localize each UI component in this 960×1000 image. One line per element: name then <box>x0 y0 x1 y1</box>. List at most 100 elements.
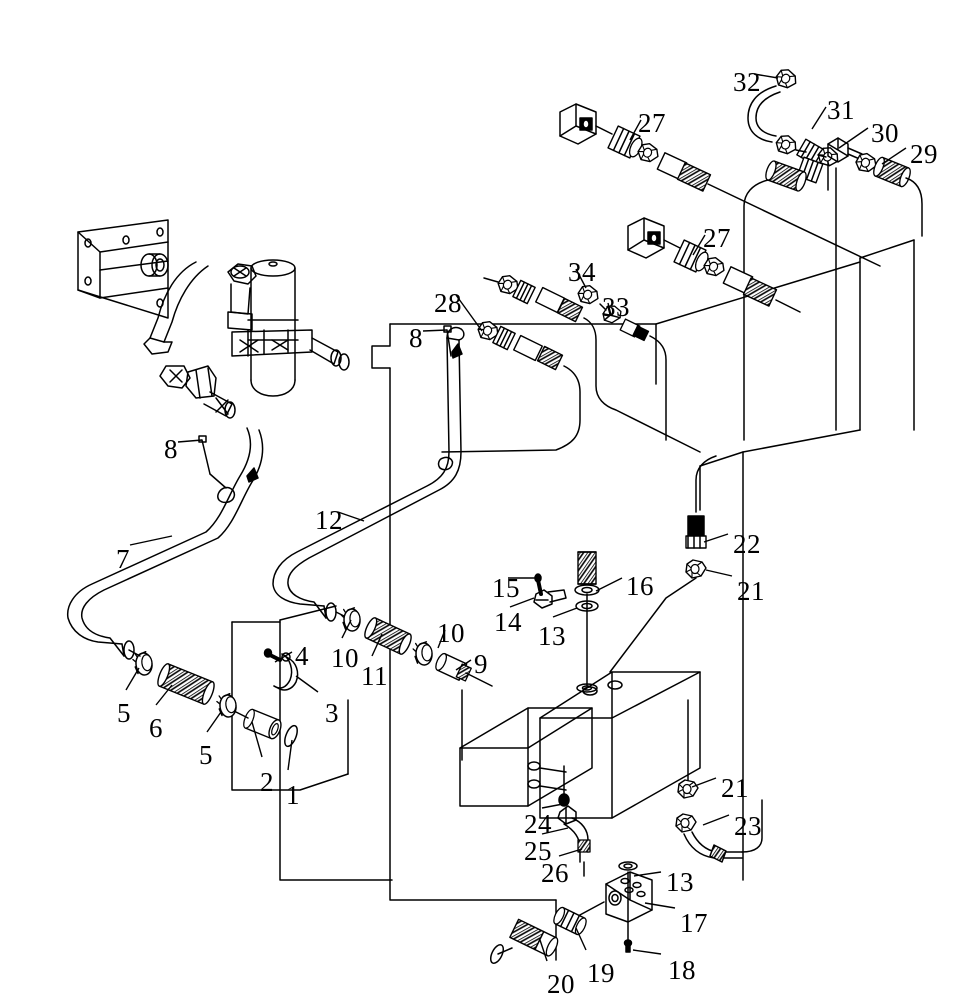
callout-5: 5 <box>117 698 131 728</box>
assembly-28-lower <box>441 317 581 453</box>
hose-12 <box>272 326 465 622</box>
callout-26: 26 <box>541 858 569 888</box>
assembly-33-34 <box>574 281 667 441</box>
callout-34: 34 <box>568 257 596 287</box>
leader-line-4 <box>274 651 293 663</box>
callout-4: 4 <box>295 641 309 671</box>
fitting-21-23 <box>675 699 763 863</box>
assembly-27-top <box>559 103 881 267</box>
callout-33: 33 <box>602 292 630 322</box>
leader-line-8 <box>422 329 448 332</box>
callout-31: 31 <box>827 95 855 125</box>
callout-17: 17 <box>680 908 708 938</box>
callout-12: 12 <box>315 505 343 535</box>
leader-line-17 <box>644 902 676 909</box>
callout-13: 13 <box>538 621 566 651</box>
tee-block-30 <box>827 137 863 163</box>
elbow-valve <box>159 365 236 419</box>
callout-7: 7 <box>116 544 130 574</box>
leader-line-18 <box>632 949 662 955</box>
callout-8: 8 <box>409 323 423 353</box>
washer-13-lower <box>618 861 638 871</box>
callout-22: 22 <box>733 529 761 559</box>
leader-line-25 <box>541 827 569 835</box>
leader-line-20 <box>539 939 548 962</box>
leader-line-34 <box>575 268 587 289</box>
leader-line-19 <box>575 927 587 951</box>
fitting-19-20 <box>489 901 605 965</box>
leader-line-23 <box>702 814 730 826</box>
callout-28: 28 <box>434 288 462 318</box>
leader-line-5 <box>206 711 222 733</box>
callout-30: 30 <box>871 118 899 148</box>
callout-9: 9 <box>474 649 488 679</box>
diagram-linework <box>66 65 923 965</box>
mounting-plate <box>77 219 169 319</box>
leader-line-14 <box>509 597 535 608</box>
leader-line-30 <box>838 127 869 149</box>
callout-19: 19 <box>587 958 615 988</box>
callout-3: 3 <box>325 698 339 728</box>
hose-7 <box>66 261 264 660</box>
callout-15: 15 <box>492 573 520 603</box>
callout-24: 24 <box>524 809 552 839</box>
callout-16: 16 <box>626 571 654 601</box>
callout-10: 10 <box>437 618 465 648</box>
leader-line-27 <box>692 234 706 256</box>
callout-2: 2 <box>260 767 274 797</box>
leader-line-8 <box>177 439 203 443</box>
leader-line-1 <box>287 739 293 771</box>
leader-line-21 <box>705 569 733 577</box>
shutoff-valve <box>227 263 257 331</box>
washer-13 <box>575 600 599 612</box>
leader-line-13 <box>552 607 578 618</box>
callout-6: 6 <box>149 713 163 743</box>
leader-line-12 <box>337 511 365 522</box>
leader-line-10 <box>437 629 446 649</box>
callout-21: 21 <box>721 773 749 803</box>
fitting-chain-left <box>126 646 298 748</box>
callout-11: 11 <box>361 661 388 691</box>
callout-8: 8 <box>164 434 178 464</box>
leader-line-26 <box>558 848 583 857</box>
valve-block-lower <box>459 707 593 807</box>
filter-canister <box>247 259 299 397</box>
assembly-28-upper <box>483 271 701 453</box>
callout-5: 5 <box>199 740 213 770</box>
leader-line-22 <box>703 533 729 543</box>
leader-line-2 <box>251 721 263 758</box>
stud-16 <box>574 551 600 693</box>
leader-line-24 <box>541 803 564 809</box>
leader-line-32 <box>753 73 779 79</box>
leader-line-31 <box>811 106 827 130</box>
leader-line-6 <box>155 684 173 706</box>
callout-21: 21 <box>737 576 765 606</box>
leader-line-27 <box>629 119 642 141</box>
leader-line-29 <box>881 147 907 165</box>
leader-line-3 <box>295 675 319 693</box>
leader-line-33 <box>607 302 612 316</box>
callout-18: 18 <box>668 955 696 985</box>
leader-line-11 <box>371 633 383 657</box>
hose-network-upper-right <box>743 65 923 441</box>
callout-leaders <box>125 73 907 962</box>
callout-10: 10 <box>331 643 359 673</box>
callout-25: 25 <box>524 836 552 866</box>
callout-27: 27 <box>638 108 666 138</box>
callout-27: 27 <box>703 223 731 253</box>
callout-13: 13 <box>666 867 694 897</box>
manifold-tee <box>231 329 350 371</box>
fitting-chain-mid <box>334 601 493 687</box>
callout-1: 1 <box>286 780 300 810</box>
assembly-27-second <box>627 217 801 313</box>
elbow-14 <box>533 573 567 609</box>
callout-14: 14 <box>494 607 522 637</box>
hose-clip-8-left <box>198 435 259 504</box>
leader-line-7 <box>129 535 173 546</box>
bolt-4 <box>263 648 282 662</box>
leader-line-5 <box>125 667 140 691</box>
leader-line-16 <box>595 577 623 592</box>
callout-20: 20 <box>547 969 575 999</box>
